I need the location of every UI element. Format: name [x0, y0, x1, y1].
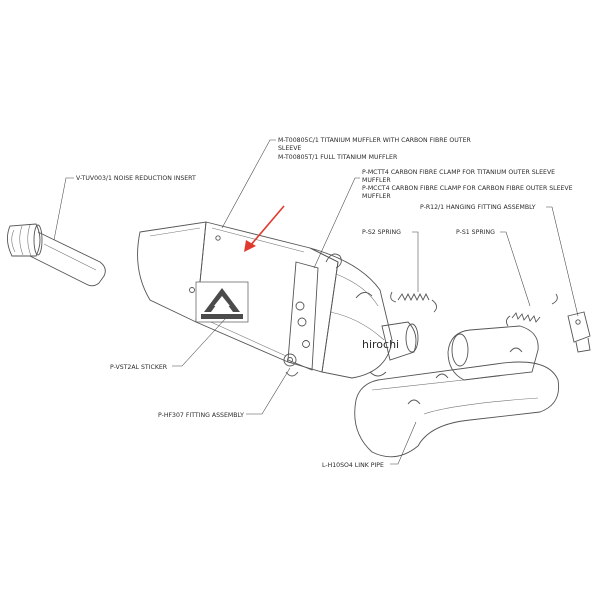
spring-s1-drawing [505, 293, 558, 327]
label-spring-s2: P-S2 SPRING [362, 229, 401, 236]
muffler-drawing [137, 221, 419, 379]
label-hanging-fitting-assembly: P-R12/1 HANGING FITTING ASSEMBLY [420, 204, 536, 211]
hanging-fitting-drawing [567, 311, 591, 353]
label-clamp-carbon: P-MCCT4 CARBON FIBRE CLAMP FOR CARBON FI… [362, 185, 573, 192]
spring-s2-drawing [390, 291, 437, 313]
label-clamp-titanium: P-MCTT4 CARBON FIBRE CLAMP FOR TITANIUM … [362, 169, 555, 176]
label-fitting-assembly: P-HF307 FITTING ASSEMBLY [158, 412, 244, 419]
label-sticker: P-VST2AL STICKER [110, 364, 168, 371]
link-pipe-drawing [354, 325, 560, 458]
red-indicator-arrow [244, 205, 285, 252]
label-link-pipe: L-H10SO4 LINK PIPE [322, 462, 384, 469]
label-muffler-titanium-carbon-cont: SLEEVE [278, 145, 301, 152]
label-noise-reduction-insert: V-TUV003/1 NOISE REDUCTION INSERT [76, 175, 196, 182]
label-spring-s1: P-S1 SPRING [456, 229, 495, 236]
label-muffler-titanium-carbon: M-T00805C/1 TITANIUM MUFFLER WITH CARBON… [278, 137, 471, 144]
brand-sticker-logo [195, 281, 249, 323]
noise-reduction-insert-drawing [7, 223, 106, 287]
leader-lines [53, 139, 579, 465]
fitting-assembly-drawing [283, 353, 299, 377]
label-clamp-carbon-cont: MUFFLER [362, 193, 391, 200]
label-muffler-full-titanium: M-T00805T/1 FULL TITANIUM MUFFLER [278, 154, 398, 161]
label-clamp-titanium-cont: MUFFLER [362, 177, 391, 184]
watermark-text: hirochi [362, 338, 399, 351]
part-labels: M-T00805C/1 TITANIUM MUFFLER WITH CARBON… [76, 137, 573, 469]
